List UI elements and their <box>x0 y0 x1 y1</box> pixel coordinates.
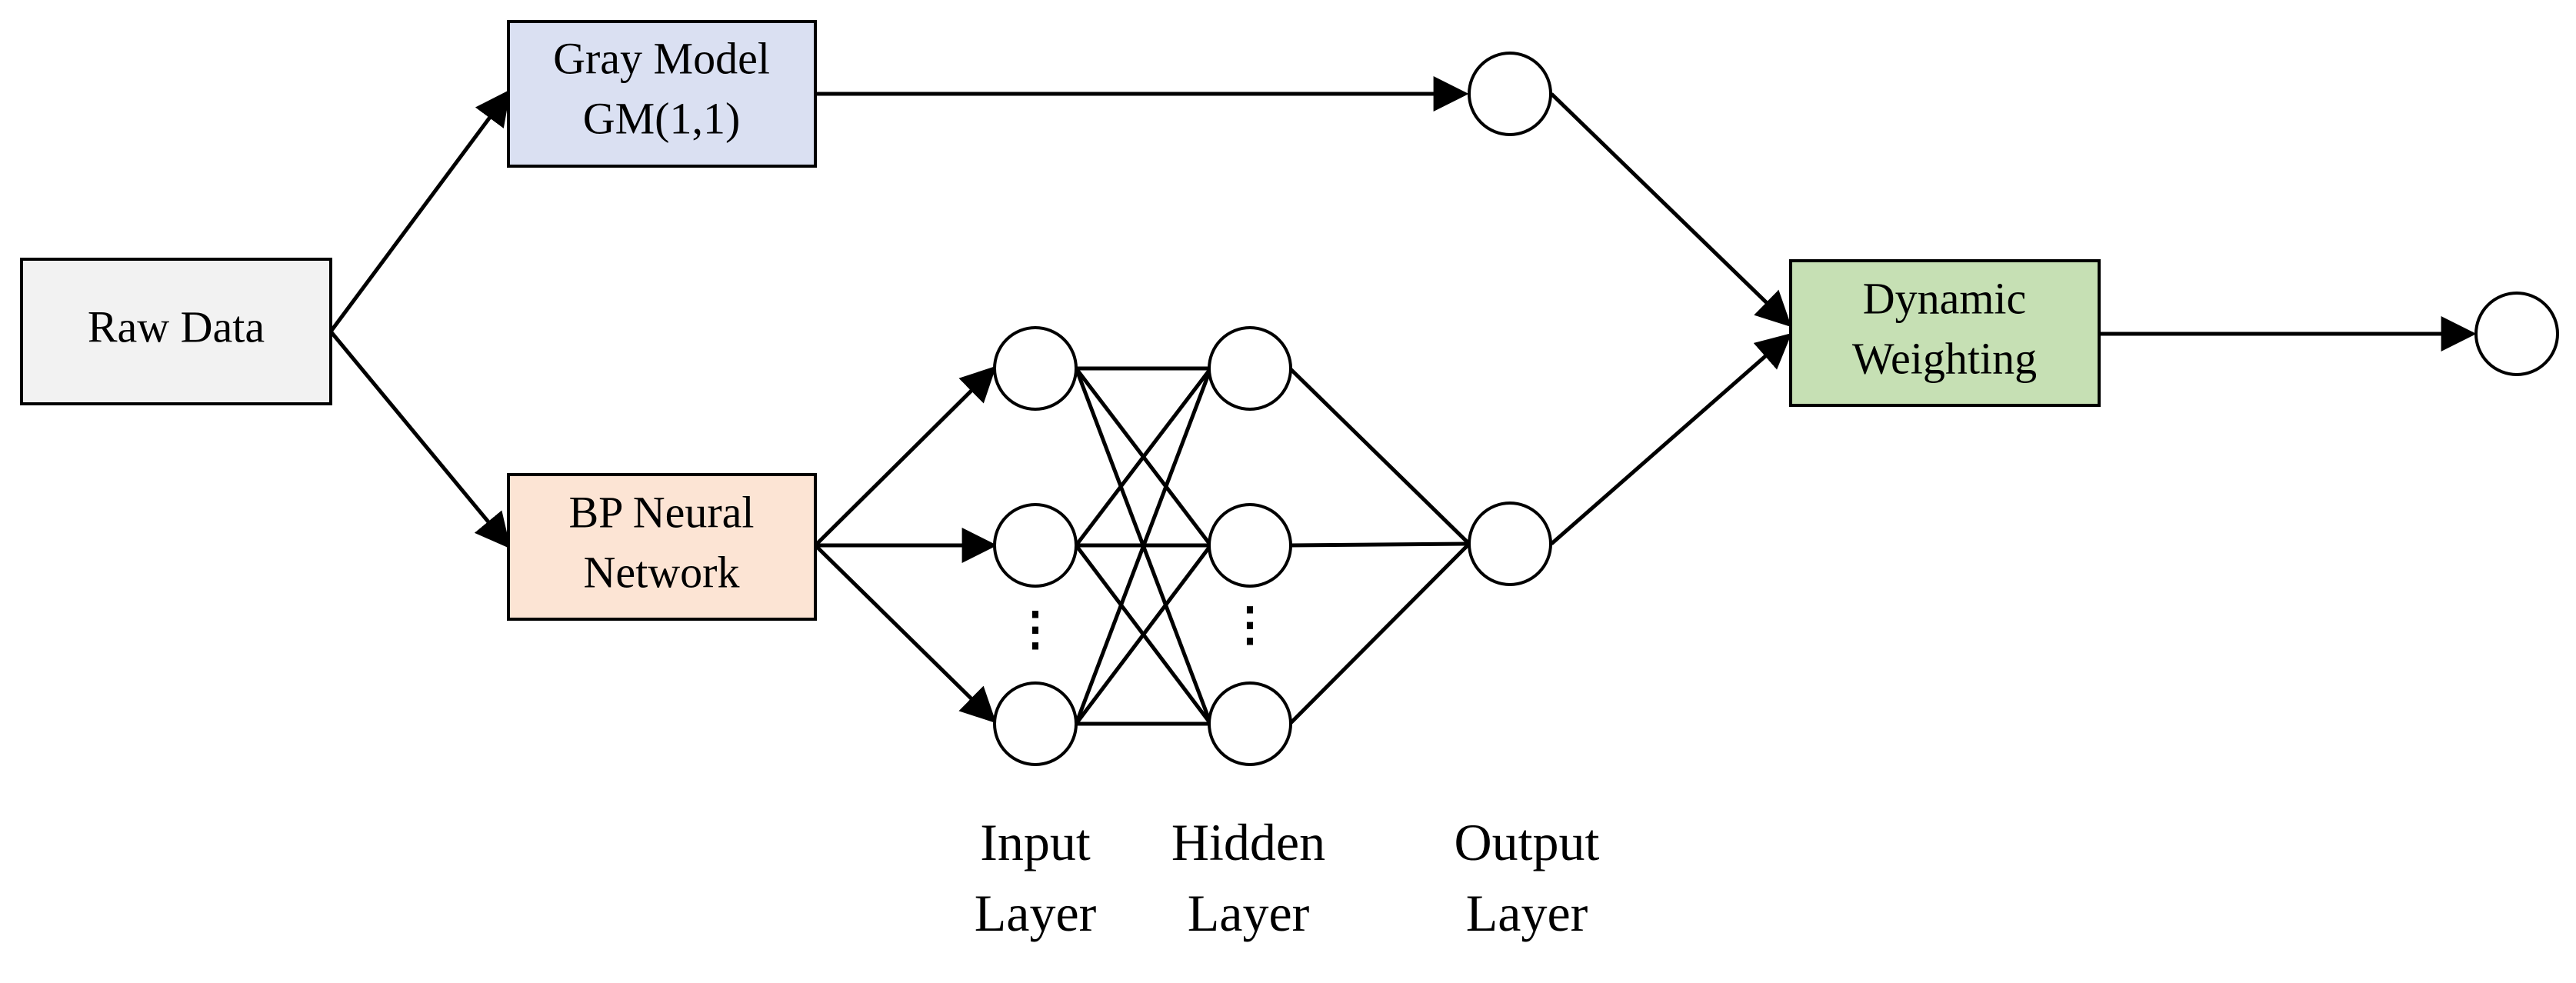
input-layer-nodes: ⋮ <box>993 326 1078 766</box>
edge-raw-to-gray <box>328 89 511 333</box>
input-node-1 <box>993 326 1078 411</box>
edges <box>328 76 2477 726</box>
bp-output-node <box>1468 501 1552 586</box>
hidden-layer-ellipsis: ⋮ <box>1227 599 1273 650</box>
output-nodes <box>1468 52 2559 586</box>
input-layer-ellipsis: ⋮ <box>1012 604 1058 655</box>
edge-gray-output-to-weighting <box>1550 92 1792 328</box>
dynamic-weighting-label-line1: Dynamic <box>1863 273 2027 323</box>
gray-output-node <box>1468 52 1552 136</box>
edge-bp-to-input-3 <box>814 544 997 724</box>
edge-hidden-3-to-output <box>1288 542 1471 725</box>
edge-bp-to-input-1 <box>814 365 997 547</box>
input-layer-caption-line1: Input <box>980 813 1091 871</box>
final-output-node <box>2474 292 2559 376</box>
input-node-3 <box>993 681 1078 766</box>
edge-hidden-1-to-output <box>1288 367 1471 545</box>
bp-network-label-line1: BP Neural <box>568 487 754 537</box>
dynamic-weighting-label-line2: Weighting <box>1852 333 2037 383</box>
bp-network-box: BP Neural Network <box>507 473 817 621</box>
hidden-node-1 <box>1208 326 1292 411</box>
output-layer-caption-line1: Output <box>1455 813 1600 871</box>
gray-model-box-rect <box>507 20 817 168</box>
hidden-layer-nodes: ⋮ <box>1208 326 1292 766</box>
input-layer-caption-line2: Layer <box>975 884 1097 942</box>
edge-hidden-2-to-output <box>1289 541 1470 548</box>
gray-model-box: Gray Model GM(1,1) <box>507 20 817 168</box>
raw-data-box-rect <box>20 258 332 405</box>
input-node-2 <box>993 503 1078 588</box>
layer-captions: Input Layer Hidden Layer Output Layer <box>975 813 1600 942</box>
output-layer-caption-line2: Layer <box>1466 884 1588 942</box>
dynamic-weighting-box: Dynamic Weighting <box>1789 259 2101 407</box>
connection <box>1075 544 1212 725</box>
hidden-node-2 <box>1208 503 1292 588</box>
bp-network-box-rect <box>507 473 817 621</box>
dynamic-weighting-box-rect <box>1789 259 2101 407</box>
edge-raw-to-bp <box>329 330 511 549</box>
edge-bp-output-to-weighting <box>1550 332 1792 545</box>
bp-network-label-line2: Network <box>584 547 740 597</box>
connection <box>1074 368 1213 725</box>
hidden-node-3 <box>1208 681 1292 766</box>
raw-data-box: Raw Data <box>20 258 332 405</box>
connection <box>1075 367 1212 547</box>
gray-model-label-line2: GM(1,1) <box>583 93 741 143</box>
gray-model-label-line1: Gray Model <box>553 33 770 83</box>
hidden-layer-caption-line2: Layer <box>1188 884 1310 942</box>
input-hidden-connections <box>1074 366 1213 726</box>
hidden-layer-caption-line1: Hidden <box>1171 813 1325 871</box>
raw-data-label: Raw Data <box>88 302 265 352</box>
